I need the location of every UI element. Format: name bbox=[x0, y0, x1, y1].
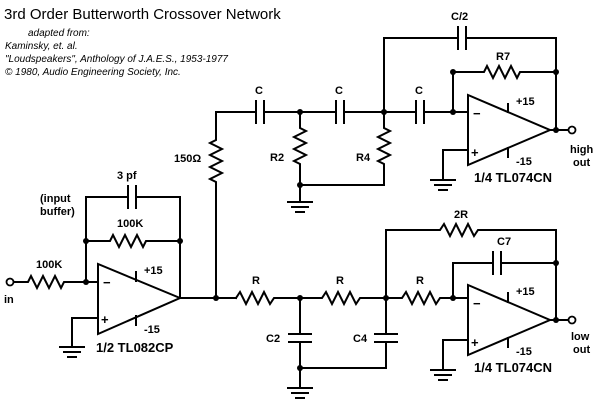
junction-dot bbox=[83, 238, 89, 244]
cap-c7-wire-left bbox=[452, 262, 494, 299]
in-label: in bbox=[4, 294, 14, 306]
low-out-label-1: low bbox=[571, 331, 590, 343]
cap-c-half-wire-right bbox=[465, 37, 557, 73]
junction-dot bbox=[83, 279, 89, 285]
junction-dot bbox=[553, 317, 559, 323]
resistor-2r bbox=[385, 221, 557, 321]
resistor-r4-label: R4 bbox=[356, 152, 371, 164]
resistor-2r-label: 2R bbox=[454, 209, 468, 221]
resistor-r-low-2 bbox=[299, 289, 387, 307]
buffer-ground-wire bbox=[71, 317, 99, 348]
opamp-low-part: 1/4 TL074CN bbox=[474, 360, 552, 375]
opamp-low-vpos: +15 bbox=[516, 286, 535, 298]
opamp-high-part: 1/4 TL074CN bbox=[474, 170, 552, 185]
opamp-high-minus: − bbox=[473, 106, 481, 121]
opamp-buffer-vneg: -15 bbox=[144, 324, 160, 336]
low-out-label-2: out bbox=[573, 344, 590, 356]
cap-3pf-wire-right bbox=[135, 196, 181, 299]
resistor-r4 bbox=[299, 111, 393, 186]
opamp-buffer-vpos: +15 bbox=[144, 265, 163, 277]
cap-c4-label: C4 bbox=[353, 333, 368, 345]
resistor-100k-feedback-label: 100K bbox=[117, 218, 143, 230]
junction-dot bbox=[297, 182, 303, 188]
resistor-150-ohm bbox=[207, 111, 225, 299]
cap-c3-label: C bbox=[415, 85, 423, 97]
opamp-low-plus: + bbox=[471, 335, 479, 350]
input-terminal bbox=[5, 277, 15, 287]
cap-c-half-wire-left bbox=[383, 37, 459, 113]
low-ground-wire bbox=[442, 339, 469, 371]
opamp-buffer-plus: + bbox=[101, 312, 109, 327]
resistor-r-low-3 bbox=[385, 289, 454, 307]
cap-c1-label: C bbox=[255, 85, 263, 97]
input-buffer-label-2: buffer) bbox=[40, 206, 75, 218]
schematic-title: 3rd Order Butterworth Crossover Network bbox=[4, 6, 281, 23]
opamp-buffer-minus: − bbox=[103, 275, 111, 290]
high-out-terminal bbox=[567, 125, 577, 135]
opamp-high-vneg: -15 bbox=[516, 156, 532, 168]
resistor-r2 bbox=[291, 111, 309, 203]
cap-c2-low-label: C2 bbox=[266, 333, 280, 345]
cap-c2-label: C bbox=[335, 85, 343, 97]
resistor-r-low-1-label: R bbox=[252, 275, 260, 287]
opamp-low-vneg: -15 bbox=[516, 346, 532, 358]
cap-3pf-label: 3 pf bbox=[117, 170, 137, 182]
input-buffer-label-1: (input bbox=[40, 193, 71, 205]
junction-dot bbox=[553, 260, 559, 266]
resistor-100k-in-label: 100K bbox=[36, 259, 62, 271]
opamp-low-minus: − bbox=[473, 296, 481, 311]
opamp-high-plus: + bbox=[471, 145, 479, 160]
resistor-r2-label: R2 bbox=[270, 152, 284, 164]
credit-line-1: adapted from: bbox=[28, 28, 90, 39]
opamp-buffer bbox=[97, 262, 183, 336]
high-out-label-1: high bbox=[570, 144, 593, 156]
cap-c4-wire bbox=[299, 341, 387, 369]
credit-line-3: "Loudspeakers", Anthology of J.A.E.S., 1… bbox=[5, 54, 228, 65]
resistor-r7 bbox=[452, 63, 557, 131]
credit-line-4: © 1980, Audio Engineering Society, Inc. bbox=[5, 67, 181, 78]
resistor-r-low-1 bbox=[234, 289, 301, 307]
low-out-terminal bbox=[567, 315, 577, 325]
resistor-r-low-3-label: R bbox=[416, 275, 424, 287]
resistor-100k-in bbox=[13, 273, 99, 291]
opamp-buffer-part: 1/2 TL082CP bbox=[96, 340, 174, 355]
junction-dot bbox=[177, 238, 183, 244]
credit-line-2: Kaminsky, et. al. bbox=[5, 41, 78, 52]
opamp-high-vpos: +15 bbox=[516, 96, 535, 108]
high-ground-wire bbox=[442, 149, 469, 181]
resistor-r-low-2-label: R bbox=[336, 275, 344, 287]
junction-dot bbox=[297, 365, 303, 371]
resistor-100k-feedback bbox=[85, 232, 181, 283]
cap-3pf-wire-left bbox=[85, 196, 129, 242]
cap-c7-label: C7 bbox=[497, 236, 511, 248]
resistor-150-ohm-label: 150Ω bbox=[174, 153, 201, 165]
resistor-r7-label: R7 bbox=[496, 51, 510, 63]
cap-c-half-label: C/2 bbox=[451, 11, 468, 23]
high-out-label-2: out bbox=[573, 157, 590, 169]
junction-dot bbox=[450, 69, 456, 75]
